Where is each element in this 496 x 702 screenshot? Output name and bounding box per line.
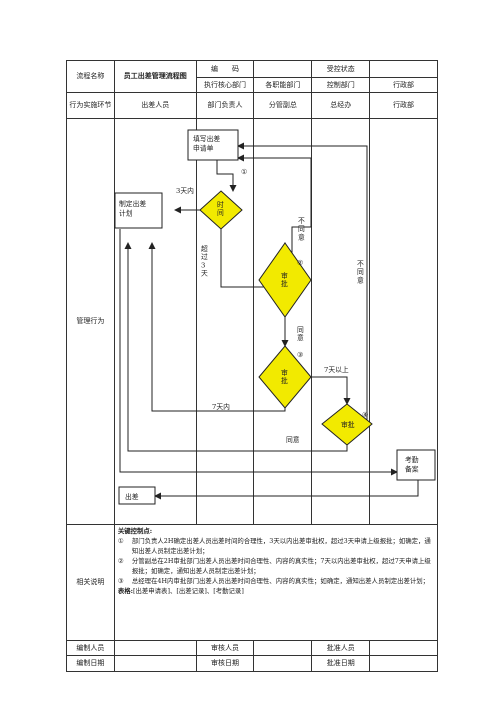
process-attendance <box>396 449 436 481</box>
step-4-marker: ④ <box>362 411 368 419</box>
wrapped-line: 过 <box>201 252 208 261</box>
wrapped-line: 意 <box>298 232 305 241</box>
connector <box>154 480 419 500</box>
wrapped-line: 意 <box>357 275 364 284</box>
stage-label: 行为实施环节 <box>66 92 115 119</box>
process-travel <box>118 486 156 505</box>
approved-date-value <box>369 655 438 672</box>
notes-label: 相关说明 <box>66 524 115 641</box>
over-7-days-label: 7天以上 <box>324 365 349 374</box>
note-item: ③ 总经理在4H内审批部门出差人员出差时间合理性、内容的真实性；如确定，通知出差… <box>117 576 430 585</box>
wrapped-line: 备案 <box>405 465 419 474</box>
time-decision-label: 时 间 <box>217 200 226 217</box>
prepared-date-label: 编制日期 <box>66 655 115 672</box>
flowchart-document: 流程名称 员工出差管理流程图 编 码 受控状态 执行核心部门 各职能部门 控制部… <box>66 60 439 676</box>
step-3-marker: ③ <box>297 351 303 359</box>
connector <box>119 229 398 476</box>
wrapped-line: 同 <box>298 225 305 233</box>
connector <box>311 376 351 405</box>
reviewed-date-label: 审核日期 <box>195 655 255 672</box>
notes-body: 关键控制点: ① 部门负责人2H确定出差人员出差时间的合理性，3天以内出差审批权… <box>113 524 439 641</box>
vp-approval-2-label: 审 批 <box>281 368 290 385</box>
gm-approval-label: 审批 <box>341 420 355 429</box>
flowchart-diagram: 填写出差 申请单 制定出差 计划 考勤 备案 出差 时 间 审 批 审 批 审批… <box>114 129 436 505</box>
lane-2 <box>253 118 313 525</box>
step-1-marker: ① <box>241 168 247 176</box>
within-7-days-label: 7天内 <box>212 402 230 411</box>
disagree-label-2: 不同意 <box>357 260 364 284</box>
wrapped-line: 间 <box>217 209 224 217</box>
connector <box>148 242 286 412</box>
travel-label: 出差 <box>125 492 139 501</box>
connector <box>237 142 368 423</box>
note-item: ② 分管副总在2H审批部门出差人员出差时间合理性、内容的真实性；7天以内出差审批… <box>117 556 431 575</box>
wrapped-line: 批 <box>281 279 288 288</box>
decision-vp-approval <box>258 242 312 318</box>
attendance-label: 考勤 备案 <box>405 455 421 474</box>
disagree-label-1: 不同意 <box>298 217 305 241</box>
vp-approval-label: 审 批 <box>281 271 290 288</box>
decision-time <box>199 190 243 230</box>
lane-header-2: 分管副总 <box>253 92 313 119</box>
fill-form-label: 填写出差 申请单 <box>193 134 222 153</box>
wrapped-line: 天 <box>201 270 208 278</box>
wrapped-line: 意 <box>297 333 304 342</box>
connector <box>216 160 237 192</box>
agree-label-2: 同意 <box>286 435 300 444</box>
forms-line: 表格:[出差申请表]、[出差记录]、[考勤记录] <box>117 586 244 595</box>
wrapped-line: 计划 <box>119 209 133 218</box>
wrapped-line: 3 <box>201 261 205 269</box>
connector <box>237 154 312 265</box>
flowchart-frame: 流程名称 员工出差管理流程图 编 码 受控状态 执行核心部门 各职能部门 控制部… <box>66 60 439 672</box>
agree-label-1: 同意 <box>297 326 304 342</box>
wrapped-line: 批 <box>281 376 288 385</box>
decision-gm-approval <box>321 403 373 446</box>
make-plan-label: 制定出差 计划 <box>119 199 148 218</box>
within-3-days-label: 3天内 <box>176 186 194 195</box>
flow-stage-label: 管理行为 <box>66 118 115 525</box>
process-make-plan <box>114 192 163 229</box>
step-2-marker: ② <box>297 259 303 267</box>
lane-header-1: 部门负责人 <box>195 92 255 119</box>
lane-header-3: 总经办 <box>311 92 371 119</box>
process-fill-form <box>187 129 239 161</box>
connector <box>124 242 348 452</box>
process-name-label: 流程名称 <box>66 60 115 93</box>
wrapped-line: 申请单 <box>193 144 214 153</box>
note-item: ① 部门负责人2H确定出差人员出差时间的合理性，3天以内出差审批权，超过3天申请… <box>117 536 431 555</box>
lane-3 <box>311 118 371 525</box>
wrapped-line: 同 <box>357 268 364 276</box>
key-points-title: 关键控制点: <box>117 527 153 535</box>
lane-1 <box>195 118 255 525</box>
decision-vp-approval-2 <box>258 345 312 409</box>
